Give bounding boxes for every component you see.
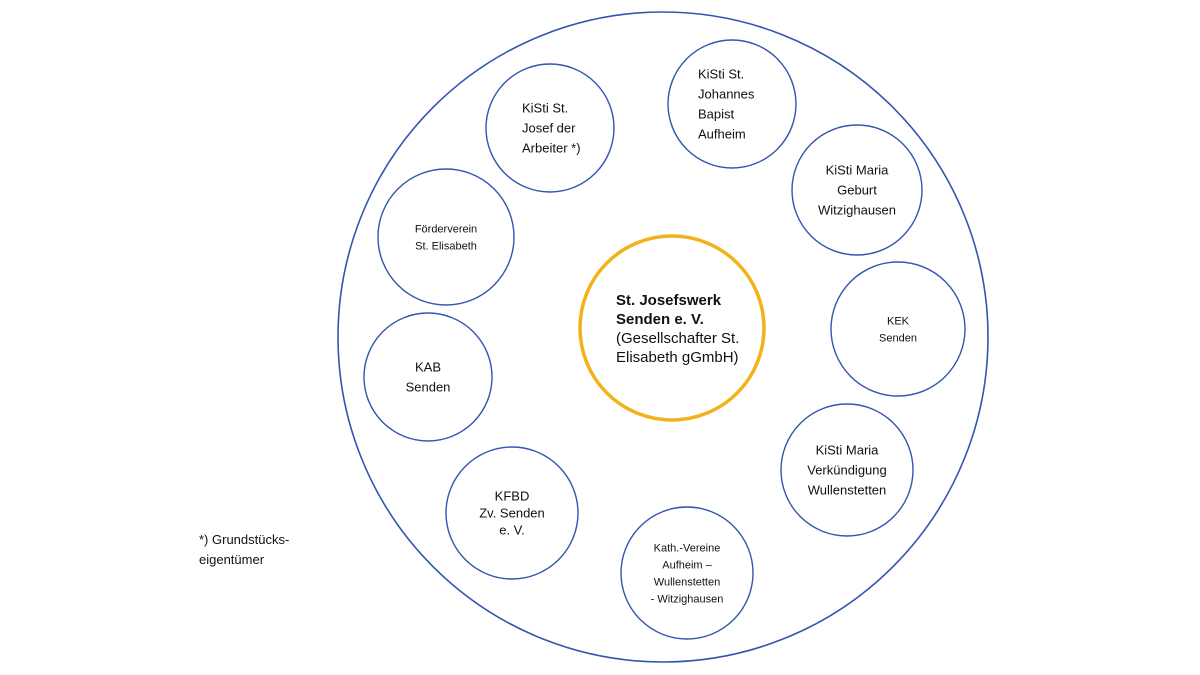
member-label-line: KiSti Maria [826,163,890,178]
member-circle [485,63,615,193]
member-label-line: KiSti St. [522,101,568,116]
footnote-line-1: *) Grundstücks- [199,532,290,547]
member-label-line: Wullenstetten [808,483,887,498]
member-circle [363,312,493,442]
member-label-line: Witzighausen [818,203,896,218]
center-label-line: (Gesellschafter St. [616,330,739,347]
member-circle [791,124,923,256]
member-label-line: Johannes [698,87,755,102]
center-circle [578,234,766,422]
member-circle [667,39,797,169]
member-label-line: Senden [406,380,451,395]
member-label-line: KAB [415,360,441,375]
member-label-line: Josef der [522,121,576,136]
center-label-line: Senden e. V. [616,311,704,328]
member-label-line: Zv. Senden [479,506,545,521]
member-label-line: Aufheim – [662,559,712,571]
member-label-line: Wullenstetten [654,576,720,588]
member-label-line: KFBD [495,489,530,504]
member-node-kek-senden: KEK Senden [830,261,966,397]
member-circle [377,168,515,306]
member-circle [780,403,914,537]
center-label-line: St. Josefswerk [616,292,722,309]
member-node-kab: KAB Senden [363,312,493,442]
member-label-line: Geburt [837,183,877,198]
member-label-line: Bapist [698,107,735,122]
center-label-line: Elisabeth gGmbH) [616,349,739,366]
outer-ring [337,11,989,663]
member-label-line: Kath.-Vereine [654,542,721,554]
member-label-line: KiSti Maria [816,443,880,458]
member-label-line: Verkündigung [807,463,887,478]
member-label-line: Senden [879,332,917,344]
footnote-line-2: eigentümer [199,552,265,567]
member-label-line: - Witzighausen [651,593,724,605]
member-label-line: Förderverein [415,223,477,235]
member-node-kfbd: KFBD Zv. Senden e. V. [445,446,579,580]
member-circle [620,506,754,640]
member-label-line: KEK [887,315,910,327]
member-label-line: Aufheim [698,127,746,142]
member-label-line: Arbeiter *) [522,141,581,156]
member-label-line: e. V. [499,523,525,538]
member-label-line: KiSti St. [698,67,744,82]
footnote: *) Grundstücks- eigentümer [199,530,289,570]
member-circle [445,446,579,580]
member-circle [830,261,966,397]
member-label-line: St. Elisabeth [415,240,477,252]
